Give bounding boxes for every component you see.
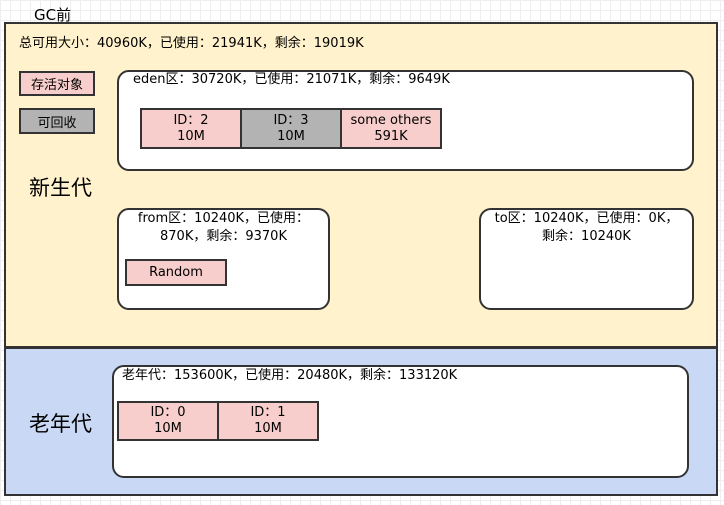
from-summary-line2: 870K，剩余：9370K (160, 229, 287, 244)
young-gen-summary: 总可用大小：40960K，已使用：21941K，剩余：19019K (19, 36, 364, 51)
legend-reclaimable-label: 可回收 (37, 115, 77, 131)
object-id: ID：0 (150, 405, 186, 420)
eden-object-id3: ID：3 10M (240, 108, 342, 149)
object-id: Random (149, 264, 203, 280)
old-object-id1: ID：1 10M (217, 401, 319, 441)
object-id: ID：1 (250, 405, 286, 420)
legend-reclaimable: 可回收 (19, 108, 95, 134)
eden-summary: eden区：30720K，已使用：21071K，剩余：9649K (133, 72, 450, 87)
old-gen-summary: 老年代：153600K，已使用：20480K，剩余：133120K (122, 368, 458, 383)
object-size: 10M (177, 128, 205, 144)
old-gen-label: 老年代 (29, 412, 92, 436)
to-summary-line1: to区：10240K，已使用：0K， (494, 211, 679, 226)
object-id: ID：3 (273, 112, 309, 128)
object-size: 10M (277, 128, 305, 144)
to-summary-line2: 剩余：10240K (542, 229, 631, 244)
object-size: 10M (254, 421, 282, 436)
object-id: some others (350, 112, 432, 128)
eden-object-id2: ID：2 10M (140, 108, 242, 149)
object-id: ID：2 (173, 112, 209, 128)
old-object-id0: ID：0 10M (117, 401, 219, 441)
from-object-random: Random (125, 259, 227, 286)
object-size: 10M (154, 421, 182, 436)
eden-object-some-others: some others 591K (340, 108, 442, 149)
object-size: 591K (374, 128, 408, 144)
diagram-title: GC前 (34, 6, 72, 24)
legend-alive: 存活对象 (19, 71, 95, 96)
legend-alive-label: 存活对象 (30, 78, 83, 93)
from-summary-line1: from区：10240K，已使用： (137, 211, 310, 226)
young-gen-label: 新生代 (29, 176, 92, 200)
to-survivor-region (479, 208, 694, 310)
